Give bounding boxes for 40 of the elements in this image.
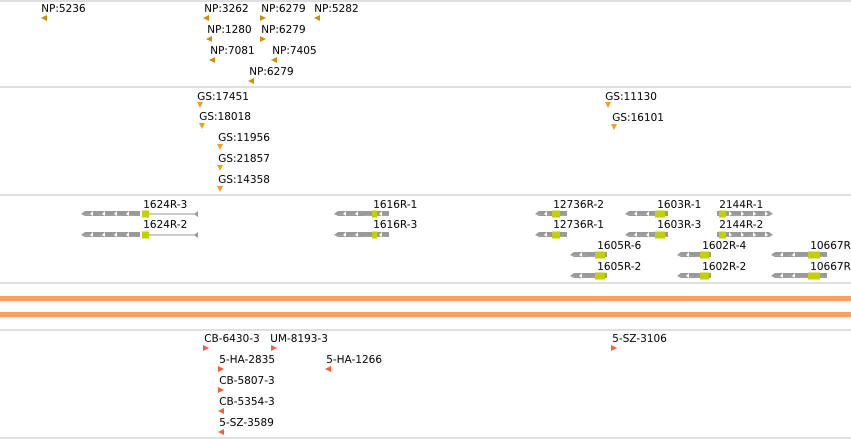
- feature-label: NP:6279: [262, 25, 305, 33]
- feature-label: 1605R-2: [598, 262, 640, 270]
- feature-label: 1605R-6: [598, 241, 641, 249]
- feature-label: NP:3262: [205, 4, 248, 12]
- feature-label: CB-6430-3: [204, 334, 259, 342]
- feature-label: CB-5807-3: [220, 376, 274, 384]
- feature-label: 1602R-4: [703, 241, 746, 249]
- feature-label: 1603R-1: [658, 200, 700, 208]
- feature-label: 5-HA-2835: [220, 355, 274, 363]
- feature-label: NP:7405: [273, 46, 316, 54]
- feature-label: NP:5282: [315, 4, 358, 12]
- feature-label: GS:11956: [218, 133, 270, 141]
- feature-label: 1624R-3: [144, 200, 186, 208]
- feature-label: GS:17451: [198, 92, 248, 100]
- feature-label: 5-SZ-3589: [220, 418, 274, 426]
- feature-label: 1602R-2: [703, 262, 746, 270]
- feature-label: 1616R-1: [374, 200, 416, 208]
- feature-label: NP:1280: [208, 25, 251, 33]
- feature-label: 1624R-2: [144, 220, 186, 228]
- feature-label: 2144R-2: [720, 220, 762, 228]
- feature-label: 10667R: [811, 241, 851, 249]
- feature-label: NP:5236: [42, 4, 85, 12]
- feature-label: UM-8193-3: [271, 334, 328, 342]
- feature-label: CB-5354-3: [220, 397, 274, 405]
- feature-label: 5-HA-1266: [327, 355, 382, 363]
- feature-label: 1603R-3: [658, 220, 700, 228]
- feature-label: GS:21857: [218, 154, 270, 162]
- feature-label: GS:18018: [200, 112, 250, 120]
- feature-label: GS:11130: [606, 92, 656, 100]
- feature-label: 12736R-2: [554, 200, 603, 208]
- feature-label: 12736R-1: [554, 220, 603, 228]
- feature-label: 10667R: [811, 262, 851, 270]
- feature-label: 1616R-3: [374, 220, 416, 228]
- feature-label: GS:16101: [612, 113, 663, 121]
- feature-label: 2144R-1: [720, 200, 762, 208]
- feature-label: NP:6279: [250, 67, 293, 75]
- feature-label: NP:6279: [262, 4, 305, 12]
- feature-label: GS:14358: [218, 175, 270, 183]
- feature-label: 5-SZ-3106: [613, 334, 666, 342]
- feature-label: NP:7081: [211, 46, 254, 54]
